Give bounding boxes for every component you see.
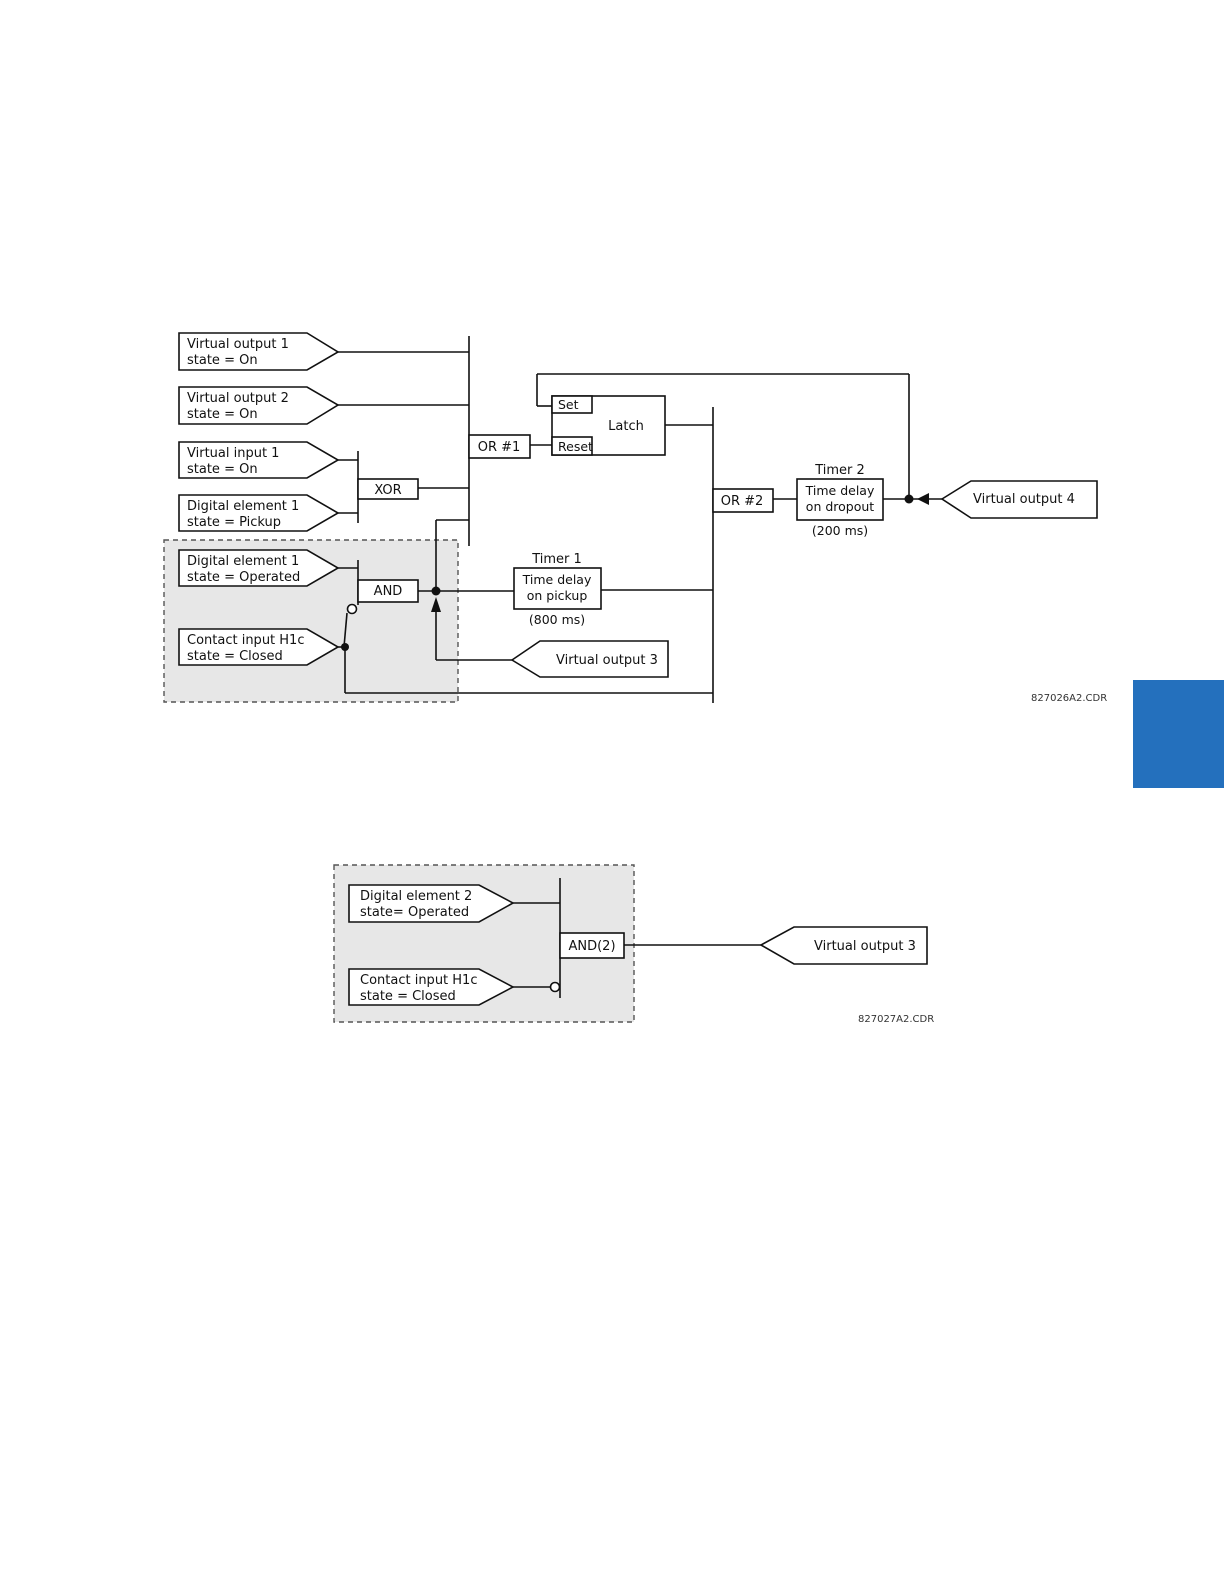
svg-text:Digital element 1: Digital element 1 (187, 554, 299, 569)
svg-text:Digital element 1: Digital element 1 (187, 499, 299, 514)
virtual-output-3: Virtual output 3 (759, 926, 928, 965)
svg-text:Digital element 2: Digital element 2 (360, 889, 472, 904)
arrow-head (431, 597, 441, 612)
input-digital-element-1-pickup: Digital element 1 state = Pickup (178, 494, 340, 532)
svg-text:Timer 2: Timer 2 (814, 463, 865, 478)
inverter-bubble (549, 981, 561, 993)
input-contact-input-h1c: Contact input H1c state = Closed (178, 628, 340, 666)
svg-text:state = Closed: state = Closed (187, 649, 283, 664)
svg-text:Virtual input 1: Virtual input 1 (187, 446, 279, 461)
junction-dot (904, 494, 914, 504)
or-2-gate: OR #2 (712, 407, 797, 703)
input-digital-element-2: Digital element 2 state= Operated (348, 884, 515, 923)
svg-text:(800 ms): (800 ms) (529, 612, 585, 627)
svg-text:state = On: state = On (187, 353, 258, 368)
input-virtual-input-1: Virtual input 1 state = On (178, 441, 340, 479)
svg-text:AND: AND (374, 584, 403, 599)
and-2-gate: AND(2) (513, 878, 761, 998)
svg-text:state = Closed: state = Closed (360, 989, 456, 1004)
virtual-output-4: Virtual output 4 (940, 480, 1098, 519)
svg-text:Virtual output 4: Virtual output 4 (973, 492, 1075, 507)
svg-text:OR #2: OR #2 (721, 494, 764, 509)
arrow-head (917, 493, 929, 505)
svg-text:on dropout: on dropout (806, 499, 874, 514)
svg-text:on pickup: on pickup (527, 588, 588, 603)
svg-text:state = Pickup: state = Pickup (187, 515, 281, 530)
diagram-1: Virtual output 1 state = On Virtual outp… (163, 332, 1107, 704)
svg-text:Time delay: Time delay (805, 483, 875, 498)
inverter-bubble (346, 603, 358, 615)
svg-text:Set: Set (558, 397, 579, 412)
svg-text:OR #1: OR #1 (478, 440, 521, 455)
svg-text:Virtual output 3: Virtual output 3 (556, 653, 658, 668)
svg-text:state= Operated: state= Operated (360, 905, 469, 920)
input-digital-element-1-operated: Digital element 1 state = Operated (178, 549, 340, 587)
svg-text:(200 ms): (200 ms) (812, 523, 868, 538)
svg-text:Contact input H1c: Contact input H1c (187, 633, 304, 648)
svg-text:Reset: Reset (558, 439, 593, 454)
and-gate: AND (338, 519, 713, 694)
svg-text:Latch: Latch (608, 419, 644, 434)
svg-text:XOR: XOR (374, 483, 401, 498)
svg-text:Contact input H1c: Contact input H1c (360, 973, 477, 988)
svg-text:AND(2): AND(2) (568, 939, 615, 954)
svg-text:state = On: state = On (187, 407, 258, 422)
svg-text:Timer 1: Timer 1 (531, 552, 582, 567)
timer-1: Timer 1 Time delay on pickup (800 ms) (513, 552, 713, 627)
figure-code-2: 827027A2.CDR (858, 1014, 934, 1025)
svg-text:Virtual output 1: Virtual output 1 (187, 337, 289, 352)
virtual-output-3-feedback: Virtual output 3 (431, 597, 669, 678)
xor-gate: XOR (338, 451, 469, 523)
input-contact-input-h1c-2: Contact input H1c state = Closed (348, 968, 515, 1006)
input-virtual-output-1: Virtual output 1 state = On (178, 332, 340, 371)
chapter-tab (1133, 680, 1224, 788)
latch: Set Reset Latch (536, 373, 910, 499)
svg-text:Virtual output 2: Virtual output 2 (187, 391, 289, 406)
or-1-gate: OR #1 (338, 336, 552, 546)
diagram-2: Digital element 2 state= Operated Contac… (333, 864, 934, 1025)
svg-text:state = Operated: state = Operated (187, 570, 300, 585)
svg-text:Virtual output 3: Virtual output 3 (814, 939, 916, 954)
svg-text:state = On: state = On (187, 462, 258, 477)
svg-text:Time delay: Time delay (522, 572, 592, 587)
input-virtual-output-2: Virtual output 2 state = On (178, 386, 340, 425)
figure-code-1: 827026A2.CDR (1031, 693, 1107, 704)
timer-2: Timer 2 Time delay on dropout (200 ms) (796, 463, 942, 538)
